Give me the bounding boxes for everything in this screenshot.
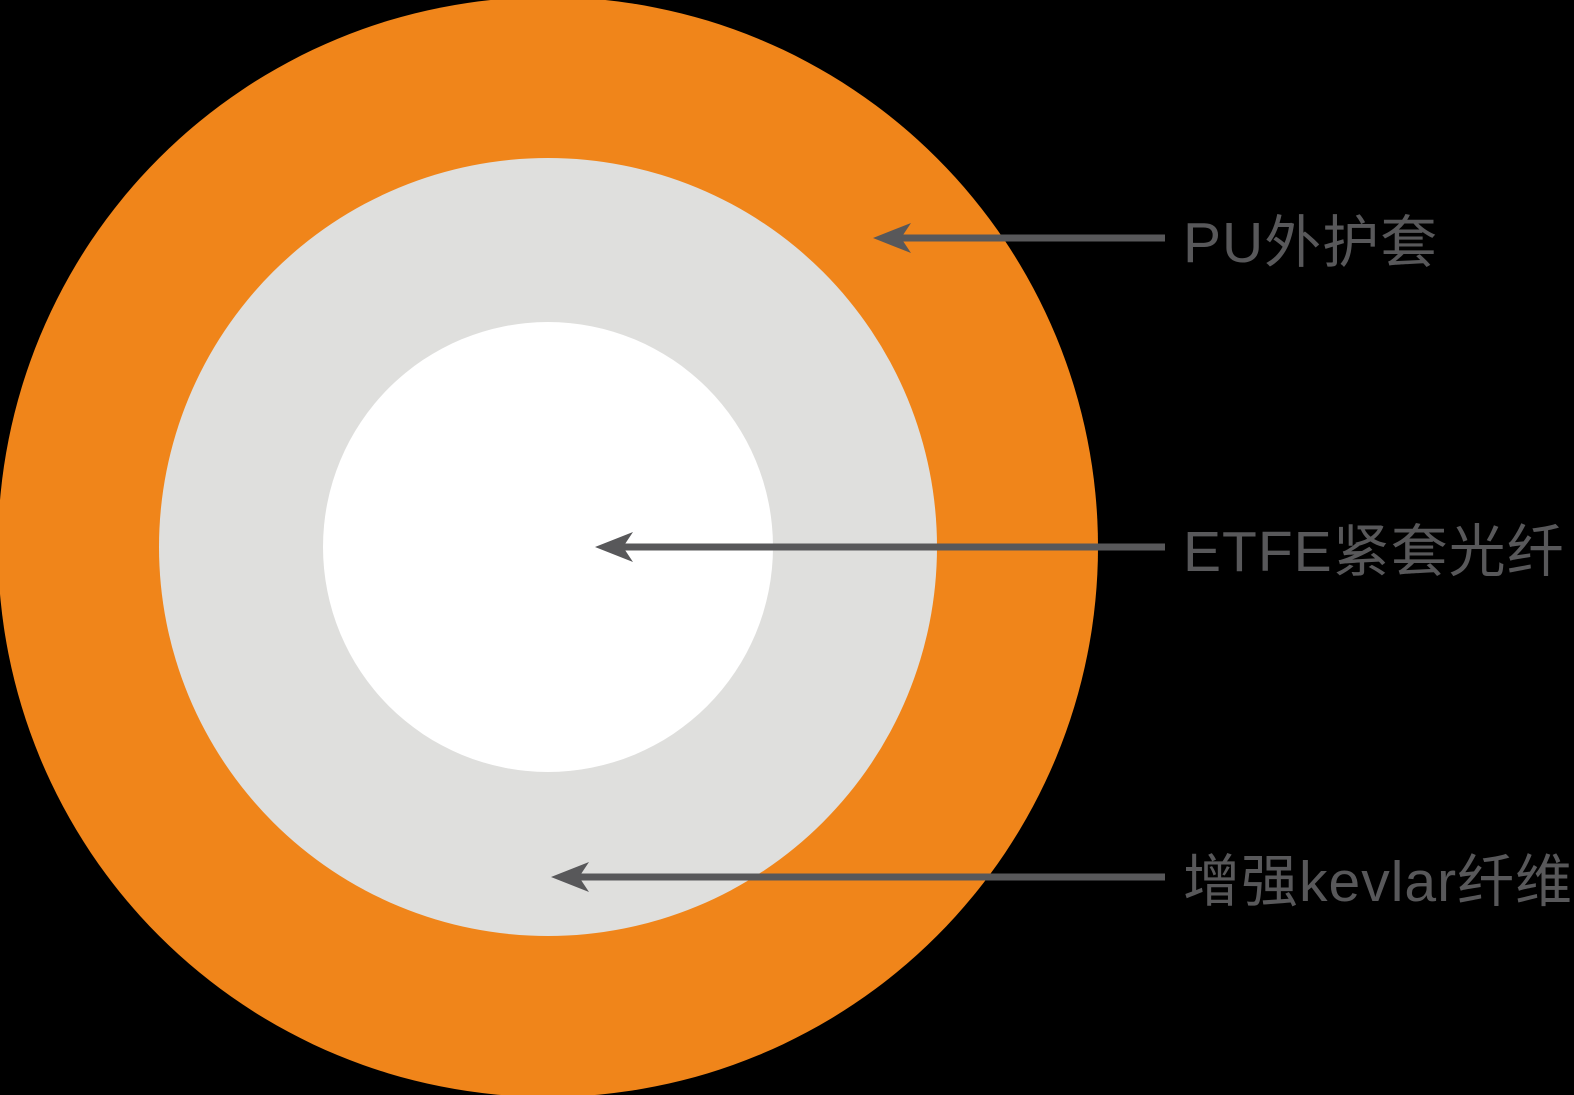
- leader-arrow-icon-kevlar-fiber: [551, 862, 1165, 892]
- leader-arrow-icon-pu-sheath: [873, 223, 1165, 253]
- label-pu-outer-sheath: PU外护套: [1183, 211, 1439, 275]
- leader-arrow-icon-etfe-fiber: [595, 532, 1165, 562]
- label-kevlar-fiber: 增强kevlar纤维: [1183, 850, 1574, 914]
- label-etfe-fiber: ETFE紧套光纤: [1183, 520, 1565, 584]
